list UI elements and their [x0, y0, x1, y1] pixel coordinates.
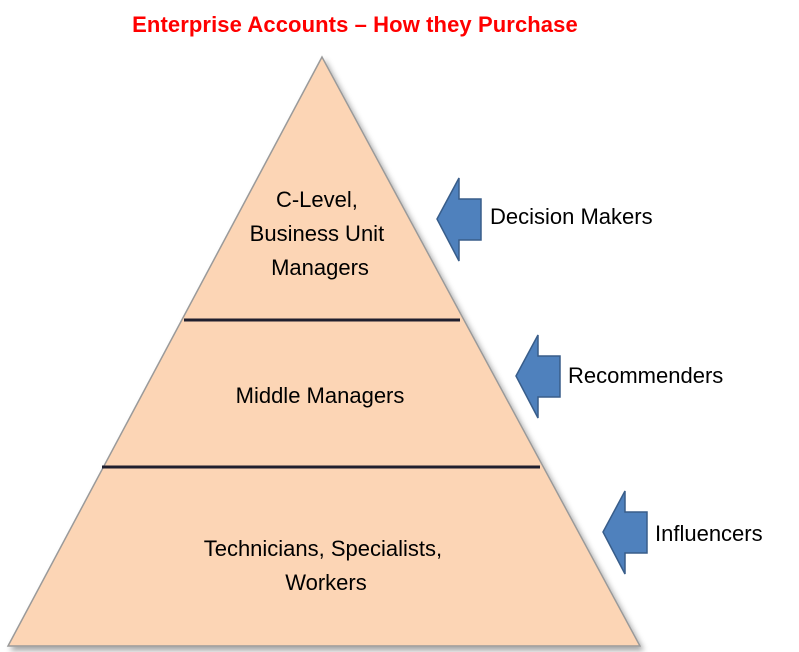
tier-bottom-line-1: Technicians, Specialists,	[204, 536, 442, 561]
role-label-decision-makers: Decision Makers	[490, 204, 653, 229]
left-arrow-icon	[436, 177, 482, 262]
tier-top-label: C-Level, Business Unit Managers	[250, 187, 391, 280]
tier-top-line-1: C-Level,	[276, 187, 358, 212]
tier-bottom-line-2: Workers	[285, 570, 367, 595]
tier-top-line-3: Managers	[271, 255, 369, 280]
tier-top-line-2: Business Unit	[250, 221, 385, 246]
left-arrow-icon	[515, 334, 561, 419]
left-arrow-icon	[602, 490, 648, 575]
tier-bottom-label: Technicians, Specialists, Workers	[204, 536, 449, 595]
pyramid-shape	[6, 55, 642, 647]
role-label-influencers: Influencers	[655, 521, 763, 546]
role-label-recommenders: Recommenders	[568, 363, 723, 388]
tier-middle-line-1: Middle Managers	[236, 383, 405, 408]
tier-middle-label: Middle Managers	[236, 383, 405, 408]
diagram-title: Enterprise Accounts – How they Purchase	[132, 12, 578, 37]
